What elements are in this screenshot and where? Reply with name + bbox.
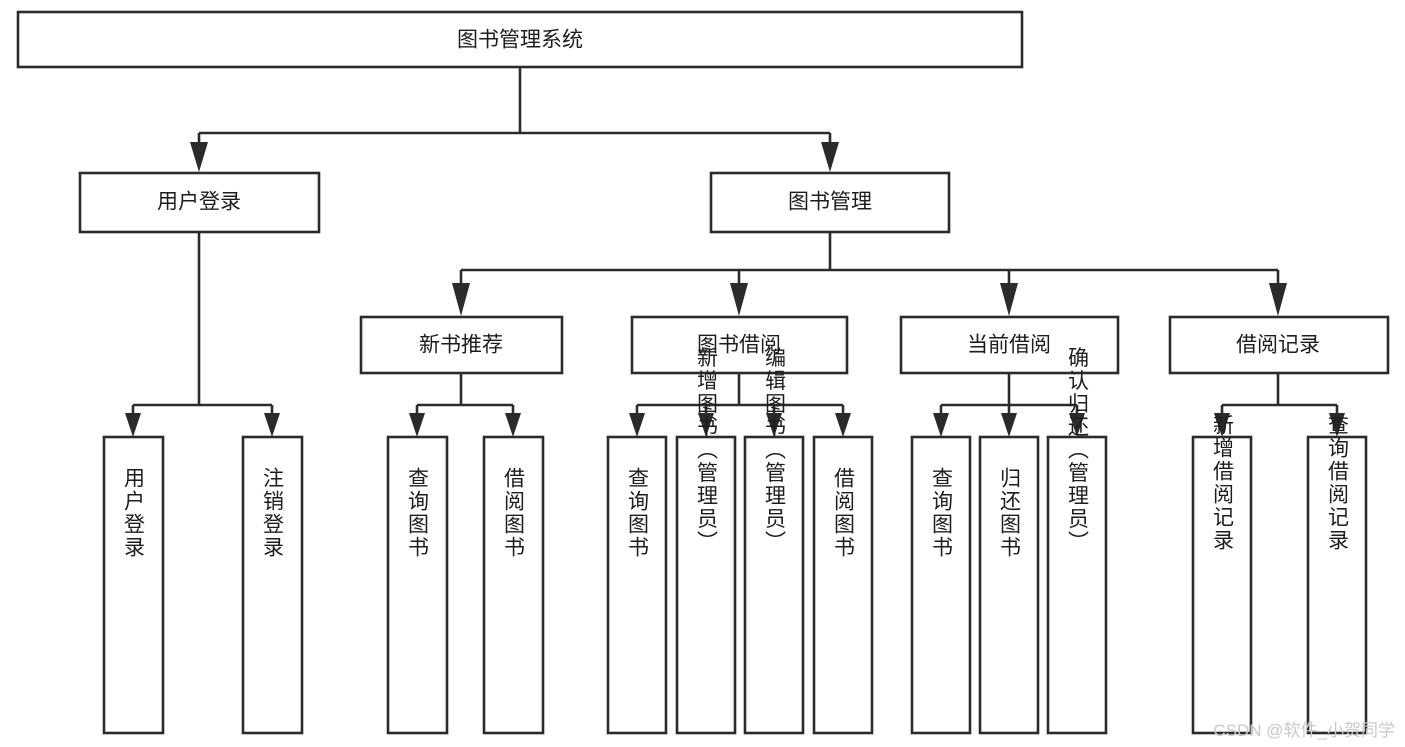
leaf-node[interactable]: 借阅图书 (482, 435, 545, 735)
arrow-head-leaf-13 (1329, 413, 1345, 437)
leaf-label-12: 新增借阅记录 (1211, 414, 1235, 552)
node-new-book-recommend-box[interactable] (359, 315, 564, 375)
leaf-label-13: 查询借阅记录 (1326, 414, 1350, 552)
leaf-box-10[interactable] (978, 435, 1040, 735)
leaf-node[interactable]: 借阅图书 (812, 435, 874, 735)
leaf-box-3[interactable] (386, 435, 449, 735)
leaf-node[interactable]: 注销登录 (241, 435, 304, 735)
leaf-box-13[interactable] (1306, 435, 1368, 735)
leaf-label-9: 查询图书 (930, 467, 954, 559)
leaf-box-1[interactable] (102, 435, 165, 735)
connector-layer (125, 67, 1345, 437)
arrow-head-new-book (452, 283, 470, 316)
leaf-label-3: 查询图书 (406, 467, 430, 559)
node-root-box[interactable] (16, 10, 1024, 69)
node-borrow-record[interactable]: 借阅记录 (1168, 315, 1390, 375)
arrow-head-leaf-5 (629, 413, 645, 437)
leaf-node[interactable]: 查询图书 (910, 435, 972, 735)
arrow-head-leaf-6 (698, 413, 714, 437)
arrow-head-user-login (190, 142, 208, 172)
leaf-node[interactable]: 查询图书 (386, 435, 449, 735)
leaf-box-9[interactable] (910, 435, 972, 735)
node-book-borrow-box[interactable] (630, 315, 849, 375)
arrow-head-leaf-3 (409, 413, 425, 437)
arrow-head-leaf-9 (933, 413, 949, 437)
node-root[interactable]: 图书管理系统 (16, 10, 1024, 69)
arrow-head-book-borrow (730, 283, 748, 316)
leaf-box-7[interactable] (743, 435, 805, 735)
arrow-head-leaf-11 (1069, 413, 1085, 437)
node-book-borrow-label: 图书借阅 (697, 334, 781, 357)
node-current-borrow-box[interactable] (899, 315, 1120, 375)
leaf-label-6: 新增图书（管理员） (695, 347, 719, 554)
leaf-label-2: 注销登录 (261, 467, 285, 559)
leaf-box-2[interactable] (241, 435, 304, 735)
arrow-head-leaf-12 (1214, 413, 1230, 437)
leaf-node[interactable]: 编辑图书（管理员） (743, 347, 805, 735)
leaf-node[interactable]: 新增图书（管理员） (675, 347, 737, 735)
leaf-node[interactable]: 确认归还（管理员） (1046, 347, 1108, 735)
leaf-box-5[interactable] (606, 435, 668, 735)
leaf-node[interactable]: 查询图书 (606, 435, 668, 735)
node-book-borrow[interactable]: 图书借阅 (630, 315, 849, 375)
arrow-head-leaf-7 (766, 413, 782, 437)
node-user-login[interactable]: 用户登录 (78, 171, 321, 234)
arrow-head-leaf-10 (1001, 413, 1017, 437)
node-current-borrow[interactable]: 当前借阅 (899, 315, 1120, 375)
arrow-head-borrow-record (1269, 283, 1287, 316)
node-user-login-box[interactable] (78, 171, 321, 234)
node-root-label: 图书管理系统 (457, 29, 583, 52)
node-book-manage[interactable]: 图书管理 (709, 171, 951, 234)
leaf-label-5: 查询图书 (626, 467, 650, 559)
leaf-box-4[interactable] (482, 435, 545, 735)
leaf-label-4: 借阅图书 (502, 467, 526, 559)
node-borrow-record-label: 借阅记录 (1236, 334, 1320, 357)
leaf-label-1: 用户登录 (122, 467, 146, 559)
leaf-label-8: 借阅图书 (832, 467, 856, 559)
node-borrow-record-box[interactable] (1168, 315, 1390, 375)
node-current-borrow-label: 当前借阅 (967, 334, 1051, 357)
leaf-node[interactable]: 新增借阅记录 (1191, 414, 1253, 735)
arrow-head-leaf-4 (505, 413, 521, 437)
leaf-box-12[interactable] (1191, 435, 1253, 735)
leaf-box-6[interactable] (675, 435, 737, 735)
leaf-node[interactable]: 归还图书 (978, 435, 1040, 735)
node-book-manage-box[interactable] (709, 171, 951, 234)
csdn-watermark: CSDN @软件_小贺同学 (1213, 721, 1395, 740)
leaf-node[interactable]: 查询借阅记录 (1306, 414, 1368, 735)
node-user-login-label: 用户登录 (157, 191, 241, 214)
leaf-box-11[interactable] (1046, 435, 1108, 735)
leaf-label-7: 编辑图书（管理员） (763, 347, 787, 554)
arrow-head-leaf-2 (264, 413, 280, 437)
leaf-label-11: 确认归还（管理员） (1066, 347, 1090, 554)
node-book-manage-label: 图书管理 (788, 191, 872, 214)
arrow-head-current-borrow (1000, 283, 1018, 316)
node-new-book-recommend[interactable]: 新书推荐 (359, 315, 564, 375)
leaf-node[interactable]: 用户登录 (102, 435, 165, 735)
node-new-book-recommend-label: 新书推荐 (419, 334, 503, 357)
leaf-label-10: 归还图书 (998, 467, 1022, 559)
arrow-head-book-manage (821, 142, 839, 172)
leaf-box-8[interactable] (812, 435, 874, 735)
arrow-head-leaf-1 (125, 413, 141, 437)
arrow-head-leaf-8 (835, 413, 851, 437)
